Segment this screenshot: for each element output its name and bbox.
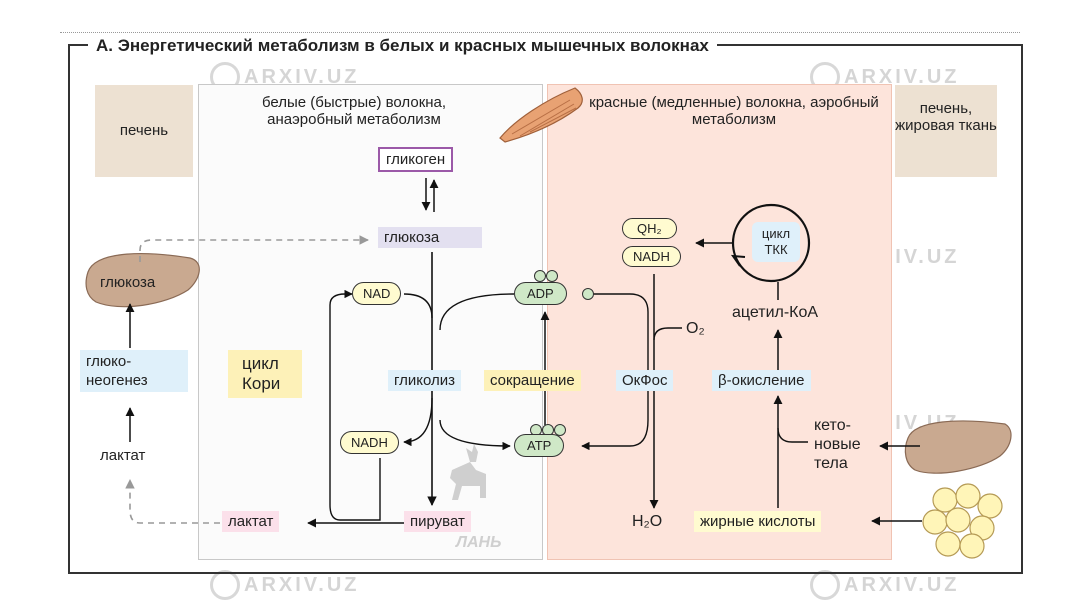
node-gluconeogenesis: глюко- неогенез [80,350,188,392]
node-water: H₂O [632,513,663,530]
zone-white-fibers-label: белые (быстрые) волокна, анаэробный мета… [261,94,447,128]
zone-liver-fat-right-label: печень, жировая ткань [895,100,997,134]
top-dotted-rule [60,32,1020,33]
node-glucose-muscle: глюкоза [378,227,482,248]
fat-cells-icon [922,483,1003,559]
node-nad: NAD [352,282,402,305]
node-ketone-bodies: кето- новые тела [814,417,861,472]
muscle-icon [499,87,583,143]
watermark-text: ARXIV.UZ [844,574,960,596]
liver-left-icon [85,253,200,308]
node-glycogen: гликоген [378,147,454,172]
node-oxphos: ОкФос [616,370,674,391]
node-adp: ADP [514,282,567,305]
zone-liver-left-label: печень [119,122,169,139]
atp-phosphate-dots [530,424,570,436]
node-contraction: сокращение [484,370,581,391]
zone-red-fibers [547,84,892,560]
node-atp: ATP [514,434,565,457]
node-cori-cycle: цикл Кори [228,350,302,398]
node-lactate-liver: лактат [100,447,146,464]
node-acetyl-coa: ацетил-КоА [732,304,819,321]
node-fatty-acids: жирные кислоты [694,511,822,532]
node-nadh-red: NADH [622,246,681,267]
node-beta-oxidation: β-окисление [712,370,811,391]
node-tca-cycle: цикл ТКК [752,222,800,262]
zone-red-fibers-label: красные (медленные) волокна, аэробный ме… [589,94,879,128]
publisher-logo-text: ЛАНЬ [456,534,502,551]
watermark-text: ARXIV.UZ [244,66,360,88]
watermark-text: ARXIV.UZ [244,574,360,596]
zone-liver-fat-right [895,85,997,177]
node-pyruvate: пируват [404,511,471,532]
node-nadh: NADH [340,431,399,454]
watermark-text: ARXIV.UZ [844,66,960,88]
node-glycolysis: гликолиз [388,370,462,391]
publisher-logo-icon [450,444,486,500]
watermark-logo-icon [210,570,240,600]
node-lactate-muscle: лактат [222,511,280,532]
watermark-logo-icon [810,570,840,600]
diagram-title: А. Энергетический метаболизм в белых и к… [88,36,717,56]
node-glucose-liver: глюкоза [100,274,156,291]
liver-right-icon [904,420,1012,474]
node-o2: O₂ [686,320,705,337]
zone-liver-left [95,85,193,177]
node-qh2: QH₂ [622,218,677,239]
adp-phosphate-dots [534,270,594,300]
